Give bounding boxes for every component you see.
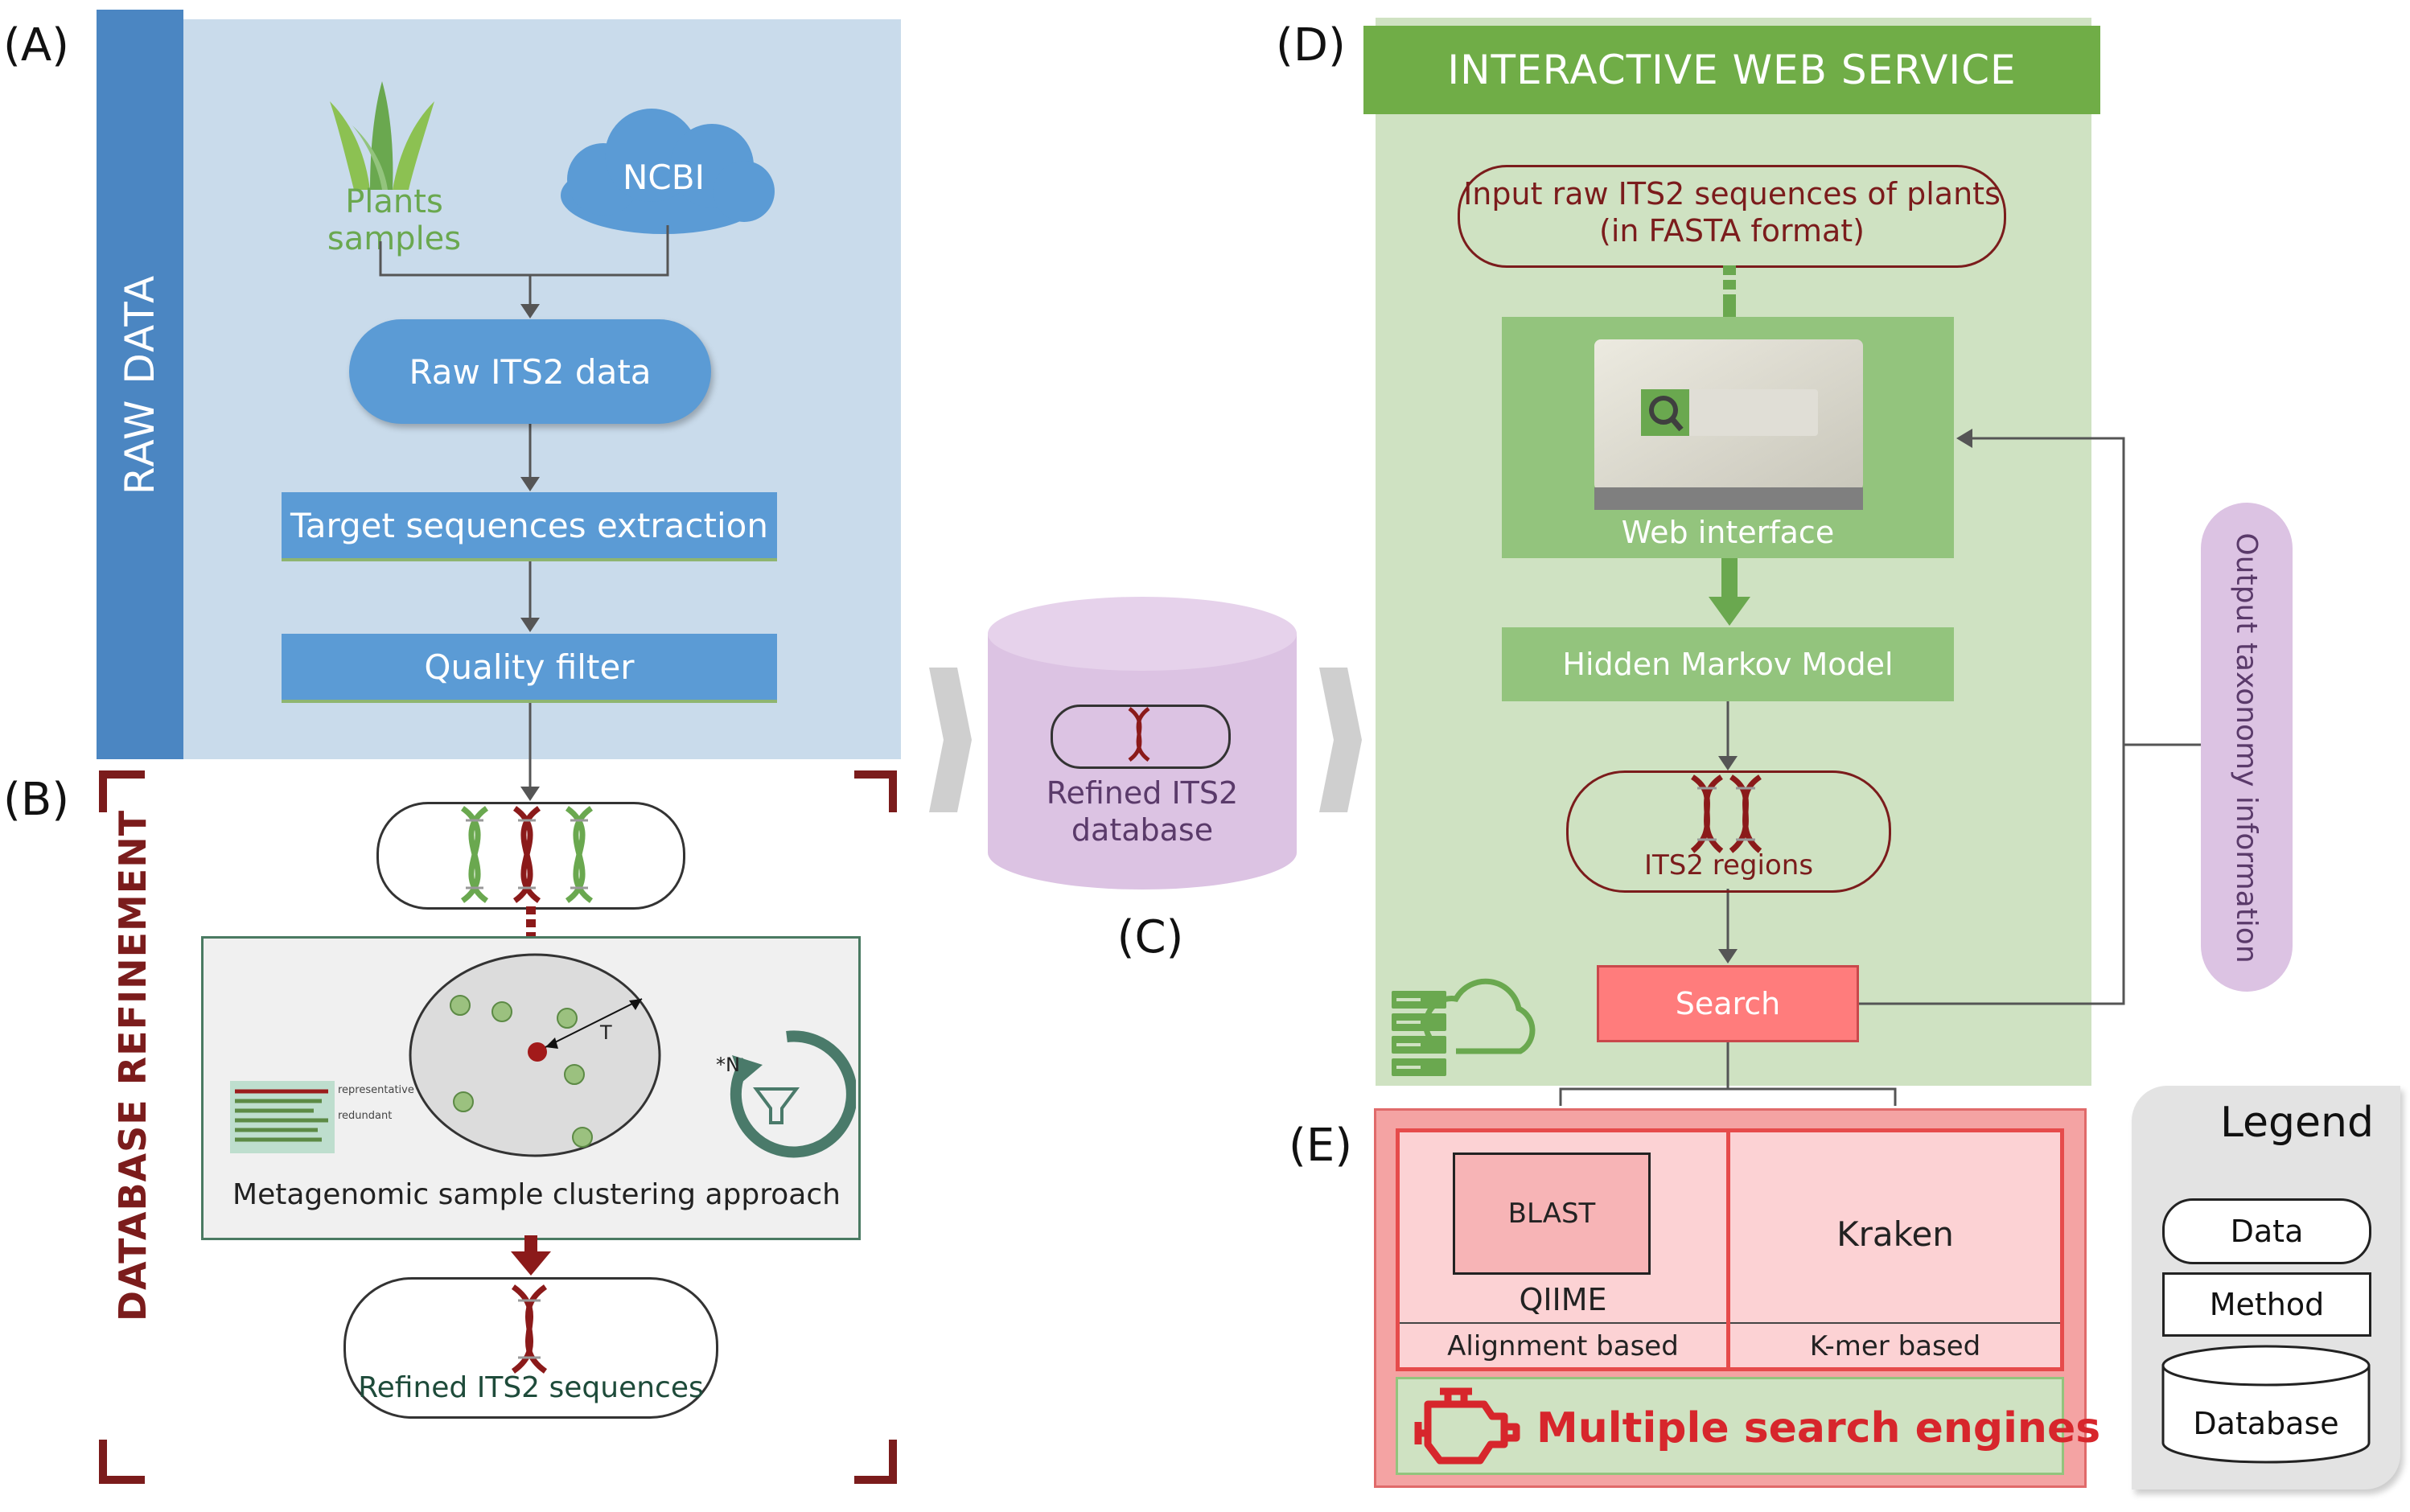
plants-label: Plants samples	[327, 183, 462, 257]
representative-label: representative	[338, 1084, 414, 1096]
database-dna-icon	[1128, 706, 1150, 762]
panel-label-b: (B)	[3, 774, 70, 826]
browser-window-icon	[1594, 339, 1863, 510]
input-connector	[1723, 265, 1736, 318]
kraken-engine: Kraken	[1836, 1214, 1954, 1254]
hmm-arrow	[1709, 558, 1750, 626]
database-label-line2: database	[1071, 812, 1214, 848]
input-label-line1: Input raw ITS2 sequences of plants	[1463, 176, 2001, 212]
ncbi-cloud-icon	[561, 109, 775, 234]
panel-label-a: (A)	[3, 19, 70, 72]
raw-data-connectors	[379, 225, 669, 801]
qiime-label: QIIME	[1519, 1282, 1607, 1317]
its2-regions-node	[1566, 770, 1891, 893]
refined-arrow	[511, 1235, 551, 1276]
transition-chevron-left	[929, 668, 972, 812]
ncbi-label: NCBI	[623, 157, 705, 197]
cluster-approach-label: Metagenomic sample clustering approach	[232, 1177, 841, 1211]
input-label-line2: (in FASTA format)	[1599, 213, 1865, 249]
refinement-corner-brackets	[99, 770, 897, 1484]
web-interface-label: Web interface	[1621, 515, 1835, 550]
search-method[interactable]: Search	[1597, 965, 1859, 1042]
clustering-diagram: T *N	[230, 953, 856, 1158]
legend-method-item: Method	[2162, 1272, 2371, 1337]
its2-dna-icon	[1690, 774, 1762, 853]
legend-title: Legend	[2220, 1099, 2375, 1147]
refined-dna-icon	[511, 1284, 548, 1374]
raw-data-sidebar	[97, 10, 183, 759]
hmm-method: Hidden Markov Model	[1502, 627, 1954, 701]
target-extraction-method: Target sequences extraction	[282, 492, 777, 558]
dna-helix-icons	[460, 806, 594, 903]
quality-filter-method: Quality filter	[282, 634, 777, 700]
redundant-label: redundant	[338, 1110, 393, 1122]
alignment-based-label: Alignment based	[1447, 1330, 1679, 1362]
engine-divider-left	[1400, 1322, 1726, 1324]
refined-sequences-label: Refined ITS2 sequences	[358, 1370, 704, 1404]
database-cylinder	[988, 597, 1297, 890]
web-service-title: INTERACTIVE WEB SERVICE	[1363, 26, 2100, 114]
plant-icon	[330, 81, 434, 190]
panel-label-c: (C)	[1117, 910, 1184, 963]
cloud-server-icon	[1392, 978, 1536, 1076]
legend-database-icon	[2161, 1345, 2371, 1464]
transition-chevron-right	[1319, 668, 1362, 812]
database-label-line1: Refined ITS2	[1046, 775, 1239, 811]
svg-text:T: T	[599, 1021, 612, 1044]
multiple-engines-label: Multiple search engines	[1536, 1404, 2101, 1452]
its2-regions-label: ITS2 regions	[1643, 849, 1814, 881]
raw-its2-data-node: Raw ITS2 data	[349, 319, 711, 424]
output-taxonomy-label: Output taxonomy information	[2230, 532, 2264, 963]
legend-data-item: Data	[2162, 1198, 2371, 1264]
kmer-based-label: K-mer based	[1809, 1330, 1981, 1362]
svg-text:*N: *N	[716, 1054, 740, 1076]
panel-label-d: (D)	[1276, 19, 1346, 72]
engine-icon	[1414, 1387, 1520, 1465]
output-taxonomy-node	[2201, 503, 2293, 992]
database-dna-badge	[1051, 705, 1231, 769]
panel-label-e: (E)	[1289, 1120, 1353, 1172]
blast-engine: BLAST	[1453, 1152, 1651, 1275]
legend-database-label: Database	[2193, 1406, 2339, 1441]
kmer-engine-box	[1726, 1128, 2064, 1371]
engine-divider-right	[1730, 1322, 2060, 1324]
